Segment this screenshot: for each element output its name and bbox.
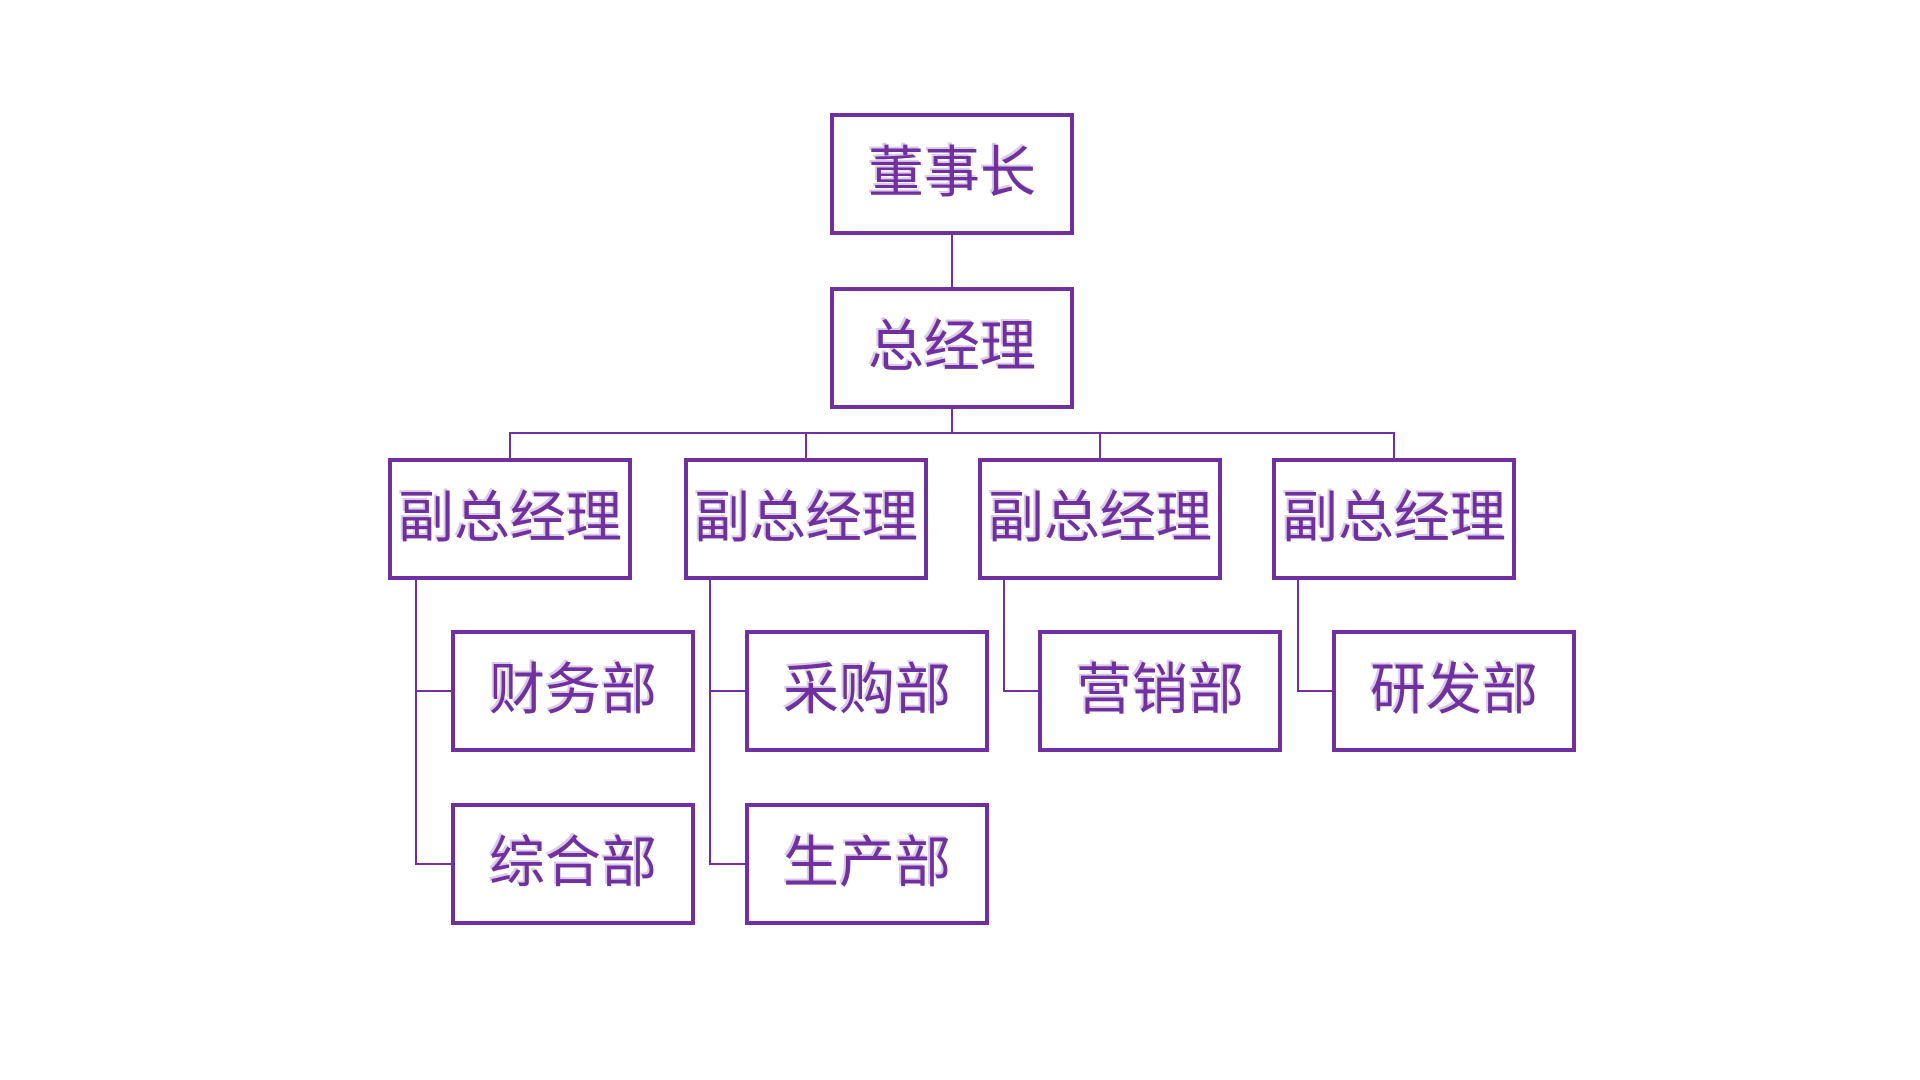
org-node-deputy-gm-2: 副总经理	[684, 458, 928, 580]
org-node-production-dept: 生产部	[745, 803, 989, 925]
connector-stub-production	[709, 863, 745, 865]
connector-desc-vgm3	[1003, 580, 1005, 692]
connector-stub-finance	[415, 690, 451, 692]
connector-gm-bus	[951, 409, 953, 433]
org-node-finance-dept: 财务部	[451, 630, 695, 752]
connector-stub-procurement	[709, 690, 745, 692]
connector-desc-vgm1	[415, 580, 417, 865]
connector-chairman-gm	[951, 235, 953, 287]
org-node-marketing-dept: 营销部	[1038, 630, 1282, 752]
connector-drop-vgm3	[1099, 432, 1101, 458]
org-node-general-affairs-dept: 综合部	[451, 803, 695, 925]
org-node-procurement-dept: 采购部	[745, 630, 989, 752]
connector-stub-rd	[1297, 690, 1332, 692]
org-node-general-manager: 总经理	[830, 287, 1074, 409]
org-node-rd-dept: 研发部	[1332, 630, 1576, 752]
connector-drop-vgm2	[805, 432, 807, 458]
org-node-deputy-gm-3: 副总经理	[978, 458, 1222, 580]
connector-drop-vgm4	[1393, 432, 1395, 458]
connector-bus-line	[509, 432, 1395, 434]
org-node-deputy-gm-4: 副总经理	[1272, 458, 1516, 580]
connector-desc-vgm4	[1297, 580, 1299, 692]
connector-stub-marketing	[1003, 690, 1038, 692]
connector-stub-general	[415, 863, 451, 865]
connector-desc-vgm2	[709, 580, 711, 865]
connector-drop-vgm1	[509, 432, 511, 458]
org-node-chairman: 董事长	[830, 113, 1074, 235]
org-node-deputy-gm-1: 副总经理	[388, 458, 632, 580]
